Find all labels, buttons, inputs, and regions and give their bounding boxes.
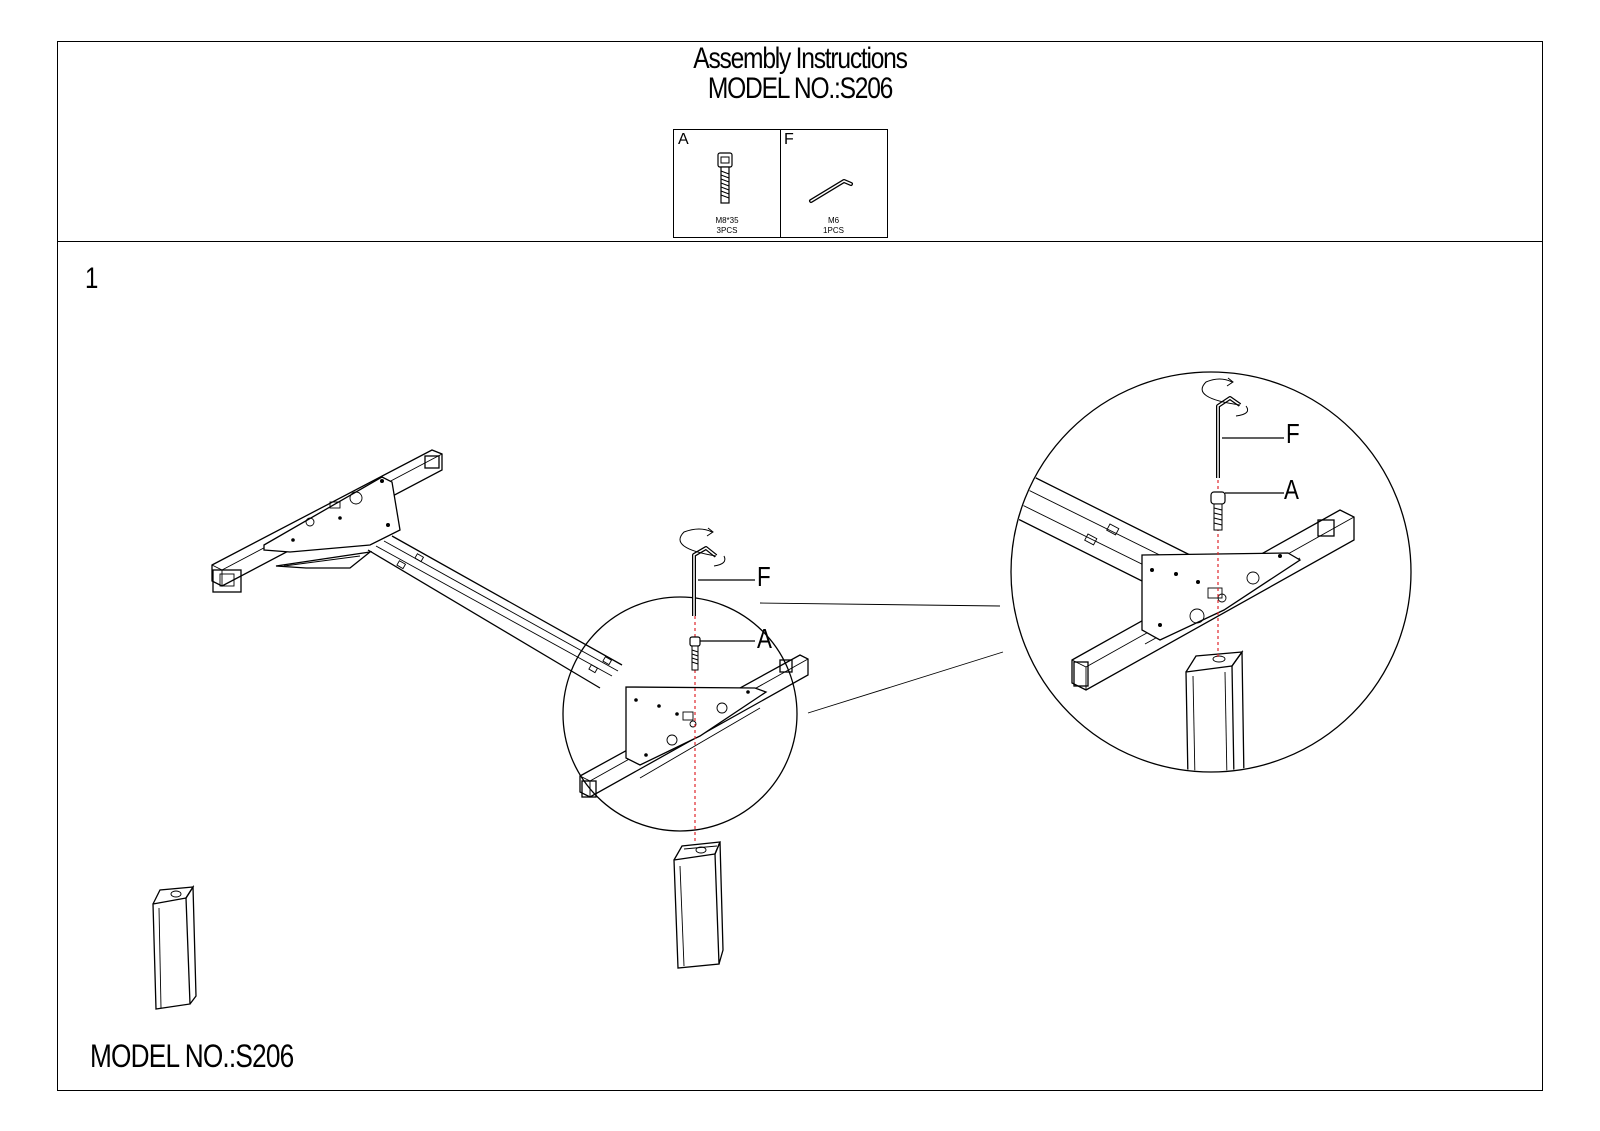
part-a-box: A M8*35 3PCS bbox=[673, 129, 781, 238]
callout-zoom-f: F bbox=[1286, 418, 1300, 449]
detail-circle-small bbox=[562, 596, 798, 832]
page-title: Assembly Instructions bbox=[693, 42, 908, 75]
step-number: 1 bbox=[85, 262, 99, 295]
callout-main-f: F bbox=[757, 561, 771, 592]
part-f-box: F M6 1PCS bbox=[780, 129, 888, 238]
part-f-spec: M6 bbox=[827, 216, 840, 225]
part-a-spec: M8*35 bbox=[715, 216, 739, 225]
part-f-qty: 1PCS bbox=[823, 226, 844, 235]
callout-zoom-a: A bbox=[1284, 474, 1299, 505]
leg-main bbox=[673, 841, 724, 969]
allen-key-zoom bbox=[1201, 377, 1284, 478]
loose-leg bbox=[152, 884, 197, 1010]
allen-key-main bbox=[679, 527, 755, 616]
rear-mount-plate bbox=[263, 476, 401, 553]
bolt-a-main bbox=[689, 636, 755, 671]
bolt-icon bbox=[717, 152, 733, 204]
part-a-letter: A bbox=[678, 131, 689, 148]
gusset bbox=[275, 551, 373, 569]
allen-key-icon bbox=[809, 179, 853, 203]
front-mount-plate bbox=[625, 686, 768, 766]
callout-main-a: A bbox=[757, 623, 772, 654]
model-number-title: MODEL NO.:S206 bbox=[707, 72, 893, 105]
cross-beam bbox=[367, 535, 623, 689]
footer-model-number: MODEL NO.:S206 bbox=[90, 1038, 294, 1074]
bolt-a-zoom bbox=[1210, 491, 1284, 531]
header-divider bbox=[57, 241, 1543, 242]
part-f-letter: F bbox=[784, 131, 794, 148]
detail-zoom-content bbox=[1012, 459, 1355, 771]
detail-circle-large bbox=[1010, 371, 1412, 773]
instruction-sheet bbox=[57, 41, 1543, 1091]
part-a-qty: 3PCS bbox=[716, 226, 738, 235]
